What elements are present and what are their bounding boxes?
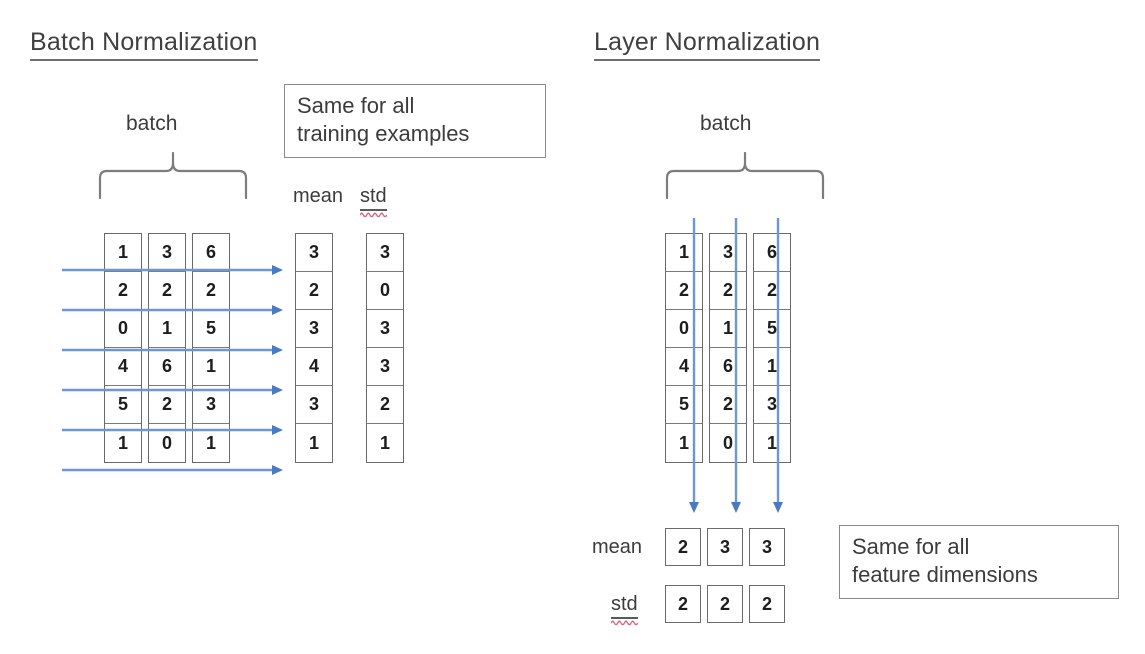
matrix-column: 1 2 0 4 5 1	[665, 233, 703, 463]
matrix-cell: 1	[105, 234, 141, 272]
layer-norm-callout: Same for all feature dimensions	[839, 525, 1119, 600]
mean-cell: 3	[296, 234, 332, 272]
matrix-cell: 0	[149, 424, 185, 462]
mean-cell: 4	[296, 348, 332, 386]
matrix-column: 3 2 1 6 2 0	[709, 233, 747, 463]
std-cell: 2	[367, 386, 403, 424]
batch-norm-mean-column: 3 2 3 4 3 1	[295, 233, 333, 463]
matrix-cell: 1	[710, 310, 746, 348]
matrix-cell: 6	[149, 348, 185, 386]
std-cell: 3	[367, 348, 403, 386]
matrix-cell: 1	[193, 348, 229, 386]
matrix-cell: 1	[193, 424, 229, 462]
batch-norm-std-label-wrap: std	[360, 185, 387, 217]
layer-norm-mean-row: 2 3 3	[665, 528, 785, 566]
batch-norm-std-label: std	[360, 185, 387, 211]
mean-cell: 3	[707, 528, 743, 566]
matrix-cell: 2	[754, 272, 790, 310]
std-cell: 0	[367, 272, 403, 310]
matrix-cell: 5	[193, 310, 229, 348]
matrix-cell: 1	[666, 424, 702, 462]
layer-norm-brace	[665, 152, 825, 200]
spellcheck-squiggle-icon	[611, 620, 638, 625]
matrix-cell: 1	[754, 424, 790, 462]
spellcheck-squiggle-icon	[360, 212, 387, 217]
matrix-cell: 3	[710, 234, 746, 272]
std-cell: 2	[707, 585, 743, 623]
matrix-cell: 2	[666, 272, 702, 310]
batch-norm-title: Batch Normalization	[30, 28, 258, 61]
matrix-cell: 3	[149, 234, 185, 272]
batch-norm-callout: Same for all training examples	[284, 84, 546, 159]
layer-norm-std-label: std	[611, 593, 638, 619]
layer-norm-matrix: 1 2 0 4 5 1 3 2 1 6 2 0 6 2 5 1 3 1	[665, 233, 791, 463]
mean-cell: 3	[749, 528, 785, 566]
batch-norm-mean-label: mean	[293, 185, 344, 207]
layer-norm-std-label-wrap: std	[611, 593, 638, 625]
matrix-cell: 0	[710, 424, 746, 462]
matrix-cell: 1	[105, 424, 141, 462]
matrix-column: 1 2 0 4 5 1	[104, 233, 142, 463]
std-cell: 2	[749, 585, 785, 623]
matrix-cell: 4	[666, 348, 702, 386]
batch-norm-std-column: 3 0 3 3 2 1	[366, 233, 404, 463]
batch-norm-brace	[98, 152, 248, 200]
matrix-column: 6 2 5 1 3 1	[192, 233, 230, 463]
layer-norm-batch-label: batch	[700, 112, 752, 135]
batch-norm-batch-label: batch	[126, 112, 178, 135]
mean-cell: 3	[296, 310, 332, 348]
layer-norm-mean-label: mean	[592, 536, 643, 558]
matrix-cell: 2	[149, 272, 185, 310]
matrix-cell: 4	[105, 348, 141, 386]
mean-cell: 2	[665, 528, 701, 566]
matrix-cell: 1	[754, 348, 790, 386]
matrix-cell: 3	[193, 386, 229, 424]
matrix-column: 3 2 1 6 2 0	[148, 233, 186, 463]
matrix-cell: 3	[754, 386, 790, 424]
mean-cell: 1	[296, 424, 332, 462]
matrix-cell: 6	[710, 348, 746, 386]
std-cell: 3	[367, 310, 403, 348]
std-cell: 3	[367, 234, 403, 272]
matrix-cell: 2	[710, 386, 746, 424]
matrix-cell: 5	[754, 310, 790, 348]
matrix-cell: 1	[666, 234, 702, 272]
batch-norm-matrix: 1 2 0 4 5 1 3 2 1 6 2 0 6 2 5 1 3 1	[104, 233, 230, 463]
mean-cell: 2	[296, 272, 332, 310]
matrix-cell: 5	[105, 386, 141, 424]
matrix-cell: 0	[105, 310, 141, 348]
matrix-cell: 2	[149, 386, 185, 424]
matrix-cell: 0	[666, 310, 702, 348]
layer-norm-title: Layer Normalization	[594, 28, 821, 61]
matrix-cell: 6	[754, 234, 790, 272]
matrix-cell: 1	[149, 310, 185, 348]
matrix-cell: 2	[710, 272, 746, 310]
matrix-cell: 2	[193, 272, 229, 310]
std-cell: 2	[665, 585, 701, 623]
matrix-cell: 6	[193, 234, 229, 272]
std-cell: 1	[367, 424, 403, 462]
matrix-cell: 5	[666, 386, 702, 424]
matrix-cell: 2	[105, 272, 141, 310]
matrix-column: 6 2 5 1 3 1	[753, 233, 791, 463]
layer-norm-std-row: 2 2 2	[665, 585, 785, 623]
mean-cell: 3	[296, 386, 332, 424]
